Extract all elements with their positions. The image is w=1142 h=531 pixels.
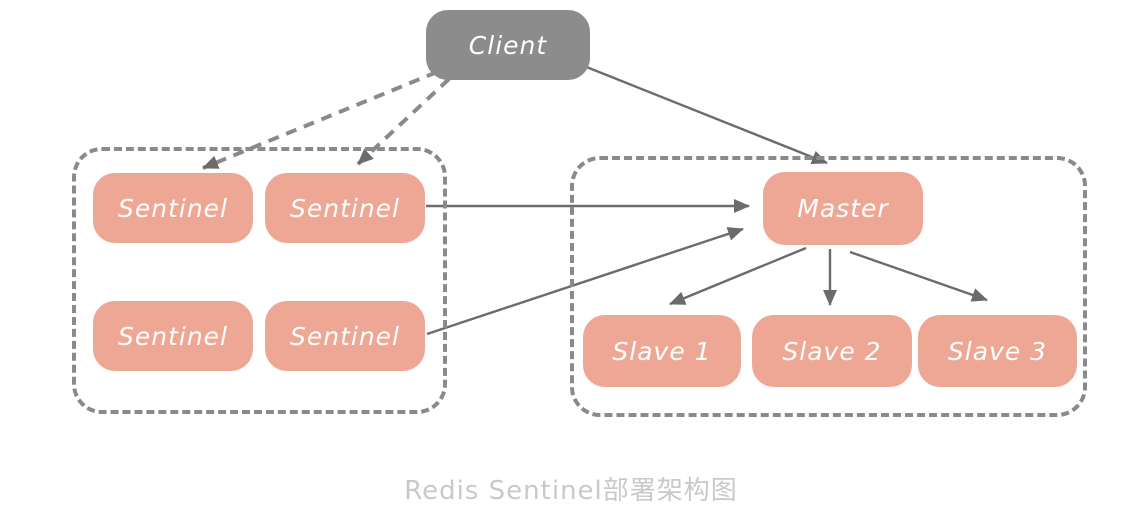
edge-sentinel-4-to-master <box>426 227 744 336</box>
slave-label: Slave 2 <box>782 336 882 366</box>
sentinel-label: Sentinel <box>289 193 400 223</box>
sentinel-label: Sentinel <box>117 193 228 223</box>
diagram-caption: Redis Sentinel部署架构图 <box>404 476 738 506</box>
sentinel-node-3: Sentinel <box>93 301 253 371</box>
replication-group <box>570 156 1087 417</box>
edge-master-to-slave-1 <box>669 246 807 306</box>
slave-label: Slave 1 <box>612 336 712 366</box>
client-label: Client <box>468 30 548 60</box>
edge-client-to-sentinel-1 <box>202 70 438 170</box>
slave-label: Slave 3 <box>947 336 1048 366</box>
edge-master-to-slave-3 <box>849 250 988 302</box>
slave-node-1: Slave 1 <box>583 315 741 387</box>
sentinel-node-4: Sentinel <box>265 301 425 371</box>
master-label: Master <box>797 194 889 223</box>
sentinel-node-1: Sentinel <box>93 173 253 243</box>
edge-client-to-master <box>583 64 828 165</box>
sentinel-label: Sentinel <box>289 321 400 351</box>
master-node: Master <box>763 172 923 245</box>
client-node: Client <box>426 10 590 80</box>
slave-node-3: Slave 3 <box>918 315 1077 387</box>
sentinel-label: Sentinel <box>117 321 228 351</box>
sentinel-node-2: Sentinel <box>265 173 425 243</box>
sentinel-group <box>72 147 447 414</box>
slave-node-2: Slave 2 <box>752 315 912 387</box>
